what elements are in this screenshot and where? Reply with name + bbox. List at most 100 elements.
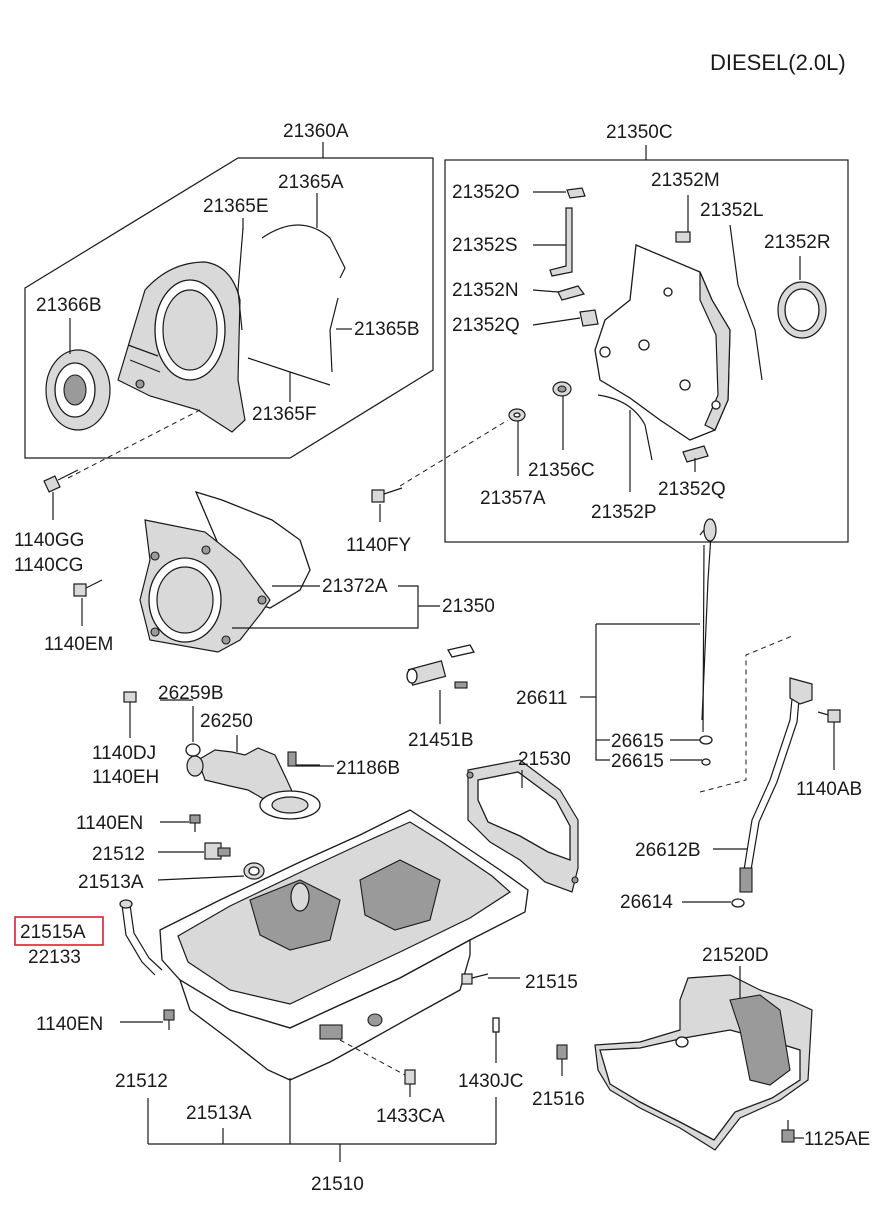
part-label-21365A[interactable]: 21365A: [278, 172, 344, 193]
part-label-21352O[interactable]: 21352O: [452, 182, 520, 203]
part-label-26614[interactable]: 26614: [620, 892, 673, 913]
sensor-1430JC-shape: [492, 1017, 500, 1063]
baffle-21530-shape: [466, 759, 579, 893]
part-label-21365F[interactable]: 21365F: [252, 404, 316, 425]
tube-21515A-shape: [119, 899, 163, 976]
part-label-21365E[interactable]: 21365E: [203, 196, 269, 217]
part-label-1140AB[interactable]: 1140AB: [796, 779, 862, 800]
gasket-21365E-shape: [237, 227, 244, 331]
part-label-1430JC[interactable]: 1430JC: [458, 1071, 524, 1092]
part-label-21356C[interactable]: 21356C: [528, 460, 595, 481]
upper-timing-cover-shape: [117, 261, 246, 433]
part-label-1125AE[interactable]: 1125AE: [804, 1129, 870, 1150]
clip-21352O-shape: [566, 187, 586, 199]
part-label-26250[interactable]: 26250: [200, 711, 253, 732]
oil-strainer-26250-shape: [186, 747, 321, 820]
tensioner-21451B-shape: [406, 644, 475, 724]
bolt-1140DJ-shape: [123, 691, 137, 738]
dipstick-26611-shape: [699, 518, 717, 766]
bolt-1140EM-shape: [73, 579, 103, 626]
part-label-21515A[interactable]: 21515A: [20, 922, 86, 943]
part-label-26612B[interactable]: 26612B: [635, 840, 701, 861]
gasket-21365B-shape: [329, 297, 339, 373]
part-label-21372A[interactable]: 21372A: [322, 576, 388, 597]
gasket-21352P-shape: [597, 394, 653, 461]
washer-21357A-shape: [508, 408, 526, 476]
part-label-1433CA[interactable]: 1433CA: [376, 1106, 445, 1127]
part-label-21352M[interactable]: 21352M: [651, 170, 720, 191]
bolt-21515-shape: [461, 973, 520, 985]
bolt-1140AB-shape: [817, 709, 841, 770]
part-label-1140CG[interactable]: 1140CG: [14, 555, 83, 576]
part-label-21360A[interactable]: 21360A: [283, 121, 349, 142]
part-label-21352P[interactable]: 21352P: [591, 502, 657, 523]
bolt-1140FY-shape: [371, 419, 509, 522]
bolt-1140GG-shape: [43, 409, 201, 520]
bushing-21356C-shape: [552, 381, 572, 450]
group-box-21360A: [24, 142, 434, 459]
group-box-21350C: [444, 145, 849, 543]
part-label-26615-a[interactable]: 26615: [611, 731, 664, 752]
oil-pan-21510-shape: [159, 809, 529, 1081]
bolt-1140EN-a-shape: [160, 814, 201, 832]
part-label-1140EN-a[interactable]: 1140EN: [76, 813, 143, 834]
gasket-21365F-shape: [247, 357, 331, 386]
part-label-21352R[interactable]: 21352R: [764, 232, 831, 253]
part-label-22133[interactable]: 22133: [28, 947, 81, 968]
part-label-21352Q-a[interactable]: 21352Q: [452, 315, 520, 336]
part-label-26259B[interactable]: 26259B: [158, 683, 224, 704]
bolt-1140EN-b-shape: [120, 1009, 175, 1030]
part-label-26611[interactable]: 26611: [516, 688, 567, 709]
part-label-1140EM[interactable]: 1140EM: [44, 634, 113, 655]
part-label-21515[interactable]: 21515: [525, 972, 578, 993]
part-label-21186B[interactable]: 21186B: [336, 758, 400, 779]
seal-21366B-shape: [45, 318, 111, 431]
part-label-21365B[interactable]: 21365B: [354, 319, 420, 340]
part-label-1140DJ[interactable]: 1140DJ: [92, 743, 156, 764]
part-label-21513A-a[interactable]: 21513A: [78, 872, 144, 893]
part-label-21366B[interactable]: 21366B: [36, 295, 102, 316]
bolt-21352M-shape: [675, 195, 691, 243]
gasket-21352L-shape: [729, 224, 763, 381]
inner-timing-cover-shape: [594, 244, 731, 441]
part-label-21512-b[interactable]: 21512: [115, 1071, 168, 1092]
part-label-1140EH[interactable]: 1140EH: [92, 767, 159, 788]
part-label-21350C[interactable]: 21350C: [606, 122, 673, 143]
seal-21352R-shape: [777, 256, 827, 339]
part-label-21510[interactable]: 21510: [311, 1174, 364, 1195]
guide-tube-26612B-shape: [713, 677, 813, 893]
highlight-box-21515A: [14, 916, 104, 946]
part-label-21352Q-b[interactable]: 21352Q: [658, 479, 726, 500]
part-label-21352S[interactable]: 21352S: [452, 235, 518, 256]
pin-21352S-shape: [549, 207, 573, 277]
gasket-21365A-shape: [261, 224, 346, 279]
part-label-1140FY[interactable]: 1140FY: [346, 535, 411, 556]
guide-box-dash: [699, 635, 793, 793]
gasket-21513A-shape: [157, 862, 265, 881]
diagram-title: DIESEL(2.0L): [710, 50, 846, 75]
lower-timing-cover-shape: [139, 490, 311, 653]
part-label-21516[interactable]: 21516: [532, 1089, 585, 1110]
part-label-1140EN-b[interactable]: 1140EN: [36, 1014, 103, 1035]
part-label-26615-b[interactable]: 26615: [611, 751, 664, 772]
part-label-21520D[interactable]: 21520D: [702, 945, 769, 966]
under-cover-21520D-shape: [594, 966, 813, 1151]
oring-26259B-shape: [160, 699, 201, 757]
part-label-21512-a[interactable]: 21512: [92, 844, 145, 865]
bottom-bracket-tree: [147, 1078, 497, 1162]
clip-21352Q-b-shape: [682, 445, 709, 463]
part-label-21530[interactable]: 21530: [518, 749, 571, 770]
drain-plug-21512-shape: [158, 842, 231, 860]
part-label-21352L[interactable]: 21352L: [700, 200, 763, 221]
stud-1433CA-shape: [339, 1039, 416, 1097]
part-label-21352N[interactable]: 21352N: [452, 280, 519, 301]
oring-26614-shape: [731, 898, 745, 908]
part-label-21513A-b[interactable]: 21513A: [186, 1103, 252, 1124]
bolt-1125AE-shape: [781, 1120, 804, 1143]
part-label-21350[interactable]: 21350: [442, 596, 495, 617]
clip-21352N-shape: [557, 285, 586, 301]
part-label-21451B[interactable]: 21451B: [408, 730, 474, 751]
part-label-1140GG[interactable]: 1140GG: [14, 530, 84, 551]
part-label-21357A[interactable]: 21357A: [480, 488, 546, 509]
